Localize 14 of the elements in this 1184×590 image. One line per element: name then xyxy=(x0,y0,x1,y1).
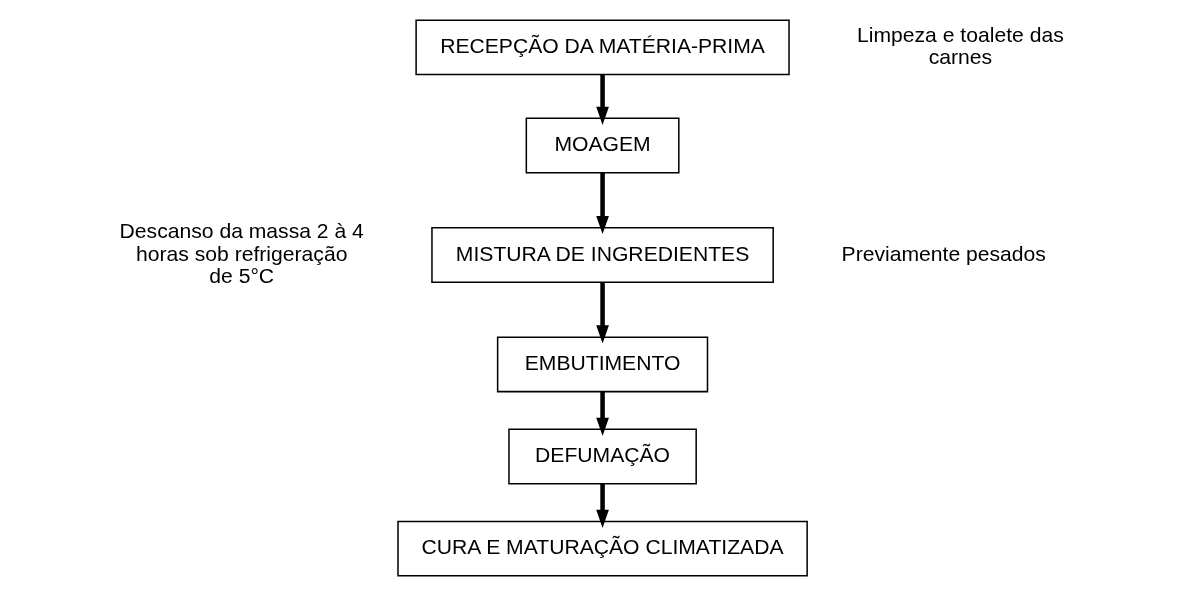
arrow xyxy=(596,391,609,436)
node-label: Limpeza e toalete das carnes xyxy=(857,22,1064,69)
node-label: Descanso da massa 2 à 4 horas sob refrigeração de 5°C xyxy=(119,218,364,288)
node-box: MISTURA DE INGREDIENTES xyxy=(431,227,774,283)
node-box: DEFUMAÇÃO xyxy=(508,428,697,485)
node-box: RECEPÇÃO DA MATÉRIA-PRIMA xyxy=(415,19,790,76)
node-box: MOAGEM xyxy=(525,117,680,174)
node-label: Previamente pesados xyxy=(841,241,1046,265)
arrow xyxy=(596,172,609,235)
node-box: EMBUTIMENTO xyxy=(496,336,709,393)
arrow xyxy=(596,74,609,125)
arrow xyxy=(596,282,609,344)
node-box: CURA E MATURAÇÃO CLIMATIZADA xyxy=(397,520,808,577)
arrow xyxy=(596,483,609,528)
